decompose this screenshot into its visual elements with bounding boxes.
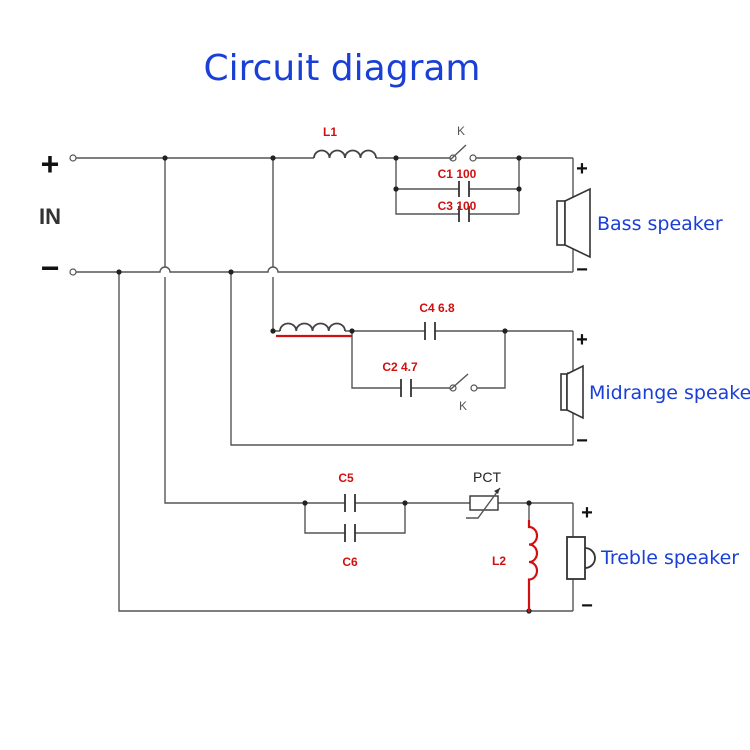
label-k-mid: K <box>459 399 467 413</box>
label-c1: C1 100 <box>438 167 477 181</box>
label-c3: C3 100 <box>438 199 477 213</box>
treble-speaker-label: Treble speaker <box>600 547 739 569</box>
capacitor-c2 <box>400 379 412 397</box>
label-l2: L2 <box>492 554 506 568</box>
inductor-l1 <box>313 149 377 159</box>
bass-minus-sign: − <box>576 259 588 281</box>
inductor-mid <box>279 322 346 332</box>
switch-k-bass <box>449 144 477 162</box>
label-k-bass: K <box>457 124 465 138</box>
treble-speaker-icon <box>566 536 596 580</box>
capacitor-c5 <box>344 494 356 512</box>
wiring <box>76 157 574 612</box>
input-label: IN <box>39 204 61 229</box>
bass-speaker-label: Bass speaker <box>597 213 723 235</box>
input-plus-terminal <box>69 154 77 162</box>
inductor-l2 <box>527 520 539 612</box>
label-c6: C6 <box>342 555 358 569</box>
label-pct: PCT <box>473 469 501 485</box>
switch-k-mid <box>449 373 478 392</box>
label-l1: L1 <box>323 125 337 139</box>
input-minus-terminal <box>69 268 77 276</box>
diagram-title: Circuit diagram <box>203 48 480 89</box>
midrange-speaker-icon <box>560 364 584 420</box>
input-plus-sign: + <box>41 146 60 182</box>
midrange-speaker-label: Midrange speaker <box>589 382 750 404</box>
label-c2: C2 4.7 <box>382 360 418 374</box>
mid-plus-sign: + <box>576 329 588 351</box>
label-c5: C5 <box>338 471 354 485</box>
capacitor-c3 <box>458 206 470 222</box>
treble-plus-sign: + <box>581 502 593 524</box>
capacitor-c6 <box>344 524 356 542</box>
input-minus-sign: − <box>41 250 60 286</box>
bass-speaker-icon <box>556 187 591 259</box>
bass-plus-sign: + <box>576 158 588 180</box>
capacitor-c4 <box>424 322 436 340</box>
mid-minus-sign: − <box>576 430 588 452</box>
pct-thermistor <box>466 487 501 519</box>
label-c4: C4 6.8 <box>419 301 455 315</box>
junction-dots <box>116 155 532 614</box>
capacitor-c1 <box>458 181 470 197</box>
treble-minus-sign: − <box>581 595 593 617</box>
